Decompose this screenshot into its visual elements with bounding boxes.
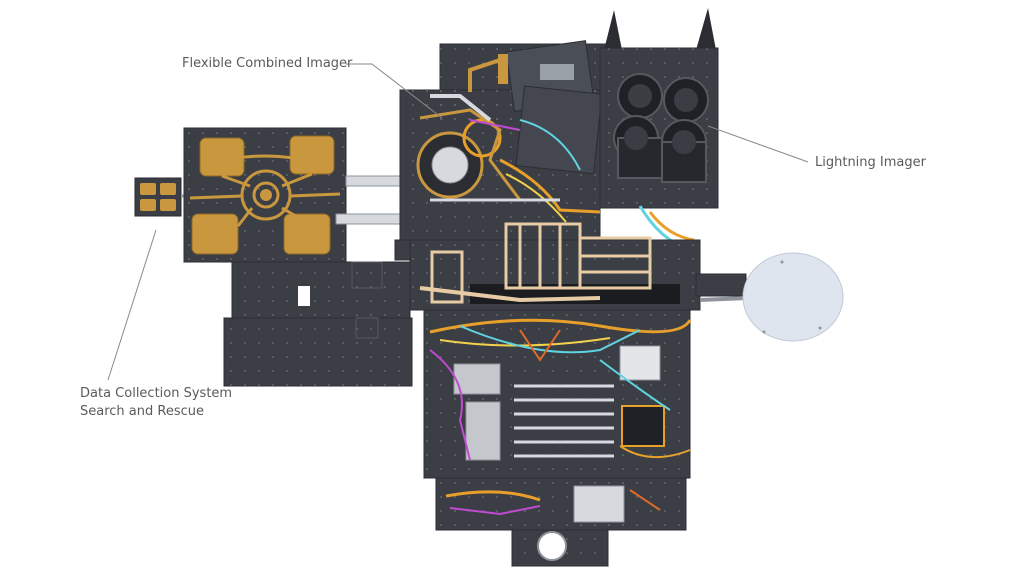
bottom-module — [435, 477, 687, 567]
service-module — [423, 309, 692, 479]
leader-line-li — [707, 125, 809, 163]
launch-adapter-ring — [537, 531, 567, 561]
electronics-box-3 — [619, 345, 661, 381]
left-side-panel — [223, 261, 413, 387]
dcs-antenna-panel — [134, 127, 347, 263]
electronics-box-1 — [453, 363, 501, 395]
label-data-collection-system: Data Collection System — [80, 386, 233, 401]
tan-frame — [430, 222, 652, 304]
leader-line-dcs — [107, 229, 157, 381]
electronics-box-2 — [465, 401, 501, 461]
lightning-imager-instrument — [599, 8, 719, 252]
leader-lines — [107, 63, 809, 381]
antenna-booms — [335, 175, 409, 225]
flexible-combined-imager-instrument — [416, 40, 603, 223]
label-flexible-combined-imager: Flexible Combined Imager — [182, 56, 353, 71]
middle-deck — [409, 222, 747, 311]
label-lightning-imager: Lightning Imager — [815, 155, 926, 170]
reflector-dish — [699, 252, 844, 342]
dcs-antenna-patches — [191, 135, 335, 255]
leader-line-fci — [346, 63, 443, 119]
label-search-and-rescue: Search and Rescue — [80, 404, 204, 419]
processor-unit — [621, 405, 665, 447]
